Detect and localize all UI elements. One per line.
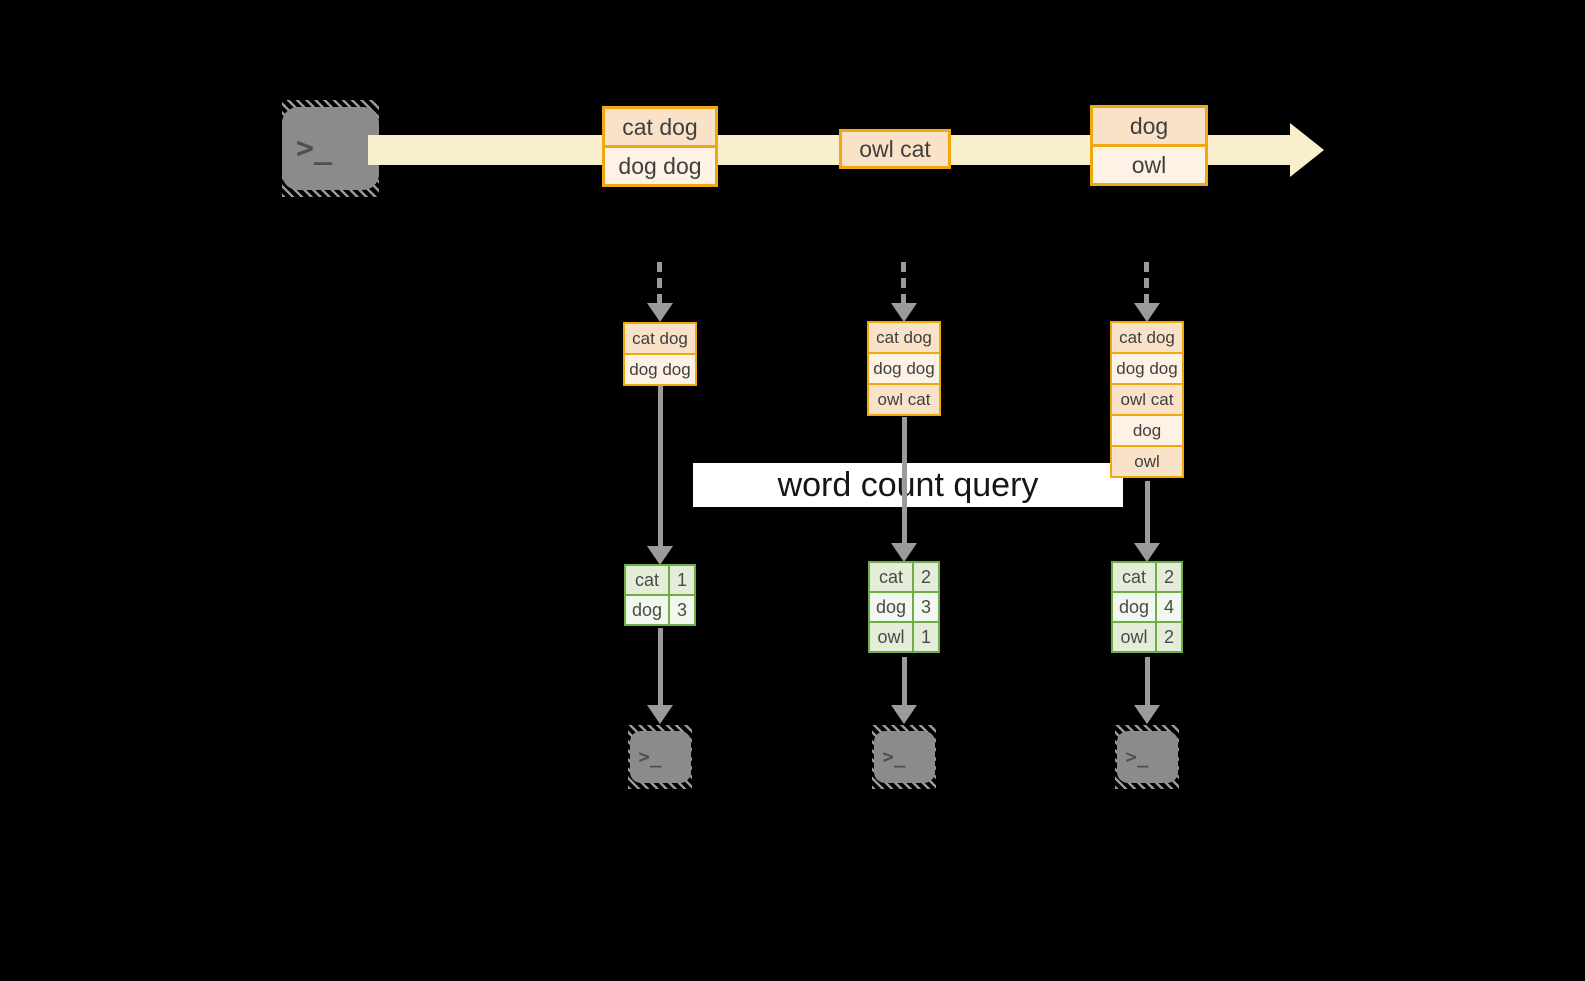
- event-record: dog: [1093, 108, 1205, 144]
- count-cell: 1: [912, 621, 940, 653]
- arrowhead-down-icon: [647, 303, 673, 322]
- event-record: dog dog: [605, 145, 715, 184]
- event-record: owl: [1093, 144, 1205, 183]
- count-cell: 2: [912, 561, 940, 593]
- arrow-line: [1145, 657, 1150, 706]
- arrowhead-down-icon: [1134, 705, 1160, 724]
- terminal-prompt-glyph: >_: [282, 107, 379, 190]
- stack-record: owl cat: [867, 383, 941, 416]
- dashed-arrow-line: [1144, 262, 1149, 304]
- word-cell: cat: [1111, 561, 1157, 593]
- table-row: dog 3: [624, 594, 696, 626]
- wordcount-table-1: cat 1 dog 3: [624, 564, 696, 626]
- count-cell: 2: [1155, 561, 1183, 593]
- word-cell: cat: [868, 561, 914, 593]
- wordcount-table-2: cat 2 dog 3 owl 1: [868, 561, 940, 653]
- dashed-arrow-line: [657, 262, 662, 304]
- stack-record: cat dog: [623, 322, 697, 355]
- word-cell: cat: [624, 564, 670, 596]
- timeline-event-box-1: cat dog dog dog: [602, 106, 718, 187]
- count-cell: 2: [1155, 621, 1183, 653]
- arrowhead-down-icon: [891, 303, 917, 322]
- stream-timeline-arrowhead-icon: [1290, 123, 1324, 177]
- timeline-event-box-2: owl cat: [839, 129, 951, 169]
- word-cell: dog: [1111, 591, 1157, 623]
- arrowhead-down-icon: [891, 543, 917, 562]
- sink-terminal-icon: >_: [628, 725, 692, 789]
- arrowhead-down-icon: [1134, 303, 1160, 322]
- table-row: cat 2: [1111, 561, 1183, 593]
- terminal-prompt-glyph: >_: [1116, 731, 1178, 783]
- table-row: dog 4: [1111, 591, 1183, 623]
- event-record: cat dog: [605, 109, 715, 145]
- arrowhead-down-icon: [891, 705, 917, 724]
- stack-record: dog dog: [623, 353, 697, 386]
- word-cell: owl: [1111, 621, 1157, 653]
- stack-record: owl: [1110, 445, 1184, 478]
- table-row: owl 1: [868, 621, 940, 653]
- record-stack-1: cat dog dog dog: [623, 322, 697, 386]
- stack-record: owl cat: [1110, 383, 1184, 416]
- wordcount-table-3: cat 2 dog 4 owl 2: [1111, 561, 1183, 653]
- arrow-line: [1145, 481, 1150, 543]
- record-stack-3: cat dog dog dog owl cat dog owl: [1110, 321, 1184, 478]
- stack-record: cat dog: [1110, 321, 1184, 354]
- table-row: cat 1: [624, 564, 696, 596]
- table-row: cat 2: [868, 561, 940, 593]
- arrow-line: [658, 628, 663, 706]
- count-cell: 3: [912, 591, 940, 623]
- word-cell: dog: [624, 594, 670, 626]
- arrowhead-down-icon: [647, 705, 673, 724]
- stack-record: dog dog: [867, 352, 941, 385]
- stack-record: cat dog: [867, 321, 941, 354]
- word-cell: owl: [868, 621, 914, 653]
- source-terminal-icon: >_: [282, 100, 379, 197]
- dashed-arrow-line: [901, 262, 906, 304]
- word-cell: dog: [868, 591, 914, 623]
- count-cell: 4: [1155, 591, 1183, 623]
- sink-terminal-icon: >_: [1115, 725, 1179, 789]
- timeline-event-box-3: dog owl: [1090, 105, 1208, 186]
- stack-record: dog dog: [1110, 352, 1184, 385]
- event-record: owl cat: [842, 132, 948, 166]
- arrow-line: [902, 657, 907, 706]
- terminal-prompt-glyph: >_: [629, 731, 691, 783]
- arrow-line: [658, 386, 663, 546]
- stack-record: dog: [1110, 414, 1184, 447]
- count-cell: 1: [668, 564, 696, 596]
- terminal-prompt-glyph: >_: [873, 731, 935, 783]
- record-stack-2: cat dog dog dog owl cat: [867, 321, 941, 416]
- arrowhead-down-icon: [1134, 543, 1160, 562]
- table-row: owl 2: [1111, 621, 1183, 653]
- table-row: dog 3: [868, 591, 940, 623]
- query-label: word count query: [693, 463, 1123, 507]
- arrow-line: [902, 417, 907, 545]
- arrowhead-down-icon: [647, 546, 673, 565]
- sink-terminal-icon: >_: [872, 725, 936, 789]
- count-cell: 3: [668, 594, 696, 626]
